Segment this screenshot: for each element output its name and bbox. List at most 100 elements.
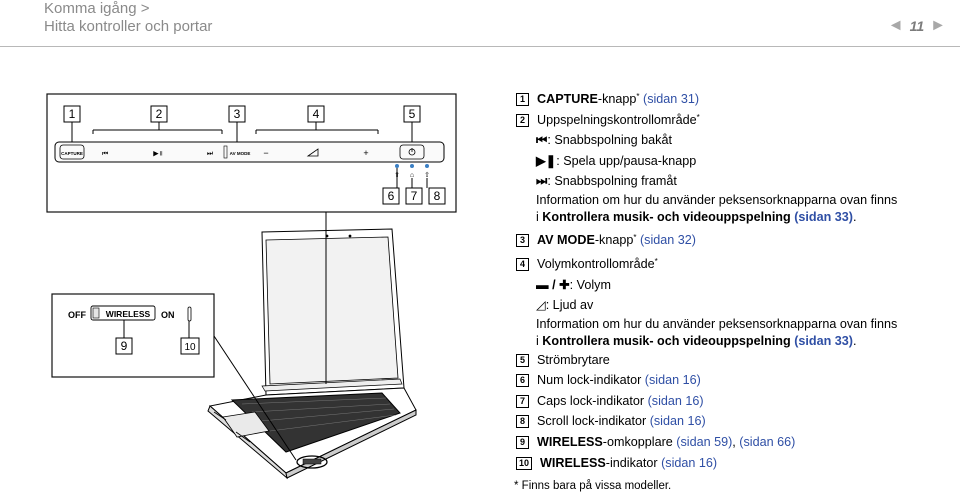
- info-end: .: [853, 209, 857, 224]
- top-callouts: 1 2 3 4 5: [63, 105, 421, 123]
- control-panel-frame: [46, 93, 457, 213]
- header-divider: [0, 46, 960, 47]
- page-link[interactable]: (sidan 66): [739, 434, 796, 449]
- button-strip: [54, 141, 445, 163]
- item-number-badge: 1: [516, 93, 529, 106]
- capture-button: [59, 144, 85, 160]
- page-title: Hitta kontroller och portar: [44, 18, 213, 35]
- list-item: 6 Num lock-indikator (sidan 16): [516, 370, 956, 391]
- info-text: Information om hur du använder peksensor…: [536, 192, 898, 207]
- sub-item-text: : Ljud av: [545, 298, 594, 313]
- volume-minus-plus-icon: ▬ / ✚: [536, 277, 570, 292]
- info-note: Information om hur du använder peksensor…: [516, 316, 956, 350]
- wireless-off-label: OFF: [68, 310, 86, 320]
- play-pause-icon: ▶॥: [153, 151, 163, 158]
- callout-7: 7: [411, 189, 418, 203]
- item-number-badge: 2: [516, 113, 529, 127]
- info-prefix: i: [536, 333, 543, 348]
- wireless-on-label: ON: [161, 310, 175, 320]
- footnote-marker: *: [696, 112, 700, 122]
- page-link[interactable]: (sidan 59): [676, 434, 733, 449]
- laptop-illustration: [207, 228, 417, 480]
- volume-minus-icon: −: [263, 148, 268, 158]
- callout-1: 1: [69, 107, 76, 121]
- footnote-marker: *: [654, 257, 658, 267]
- page-link[interactable]: (sidan 16): [649, 414, 706, 429]
- caps-lock-icon: ⌂: [410, 172, 414, 179]
- callout-10: 10: [184, 342, 196, 353]
- item-name-suffix: -knapp: [597, 92, 637, 106]
- list-item: 7 Caps lock-indikator (sidan 16): [516, 391, 956, 412]
- diagram-leaders: [213, 212, 327, 461]
- av-mode-label: AV MODE: [230, 151, 251, 156]
- info-topic[interactable]: Kontrollera musik- och videouppspelning: [542, 333, 791, 348]
- page-link[interactable]: (sidan 16): [644, 373, 701, 388]
- sub-item-text: : Snabbspolning framåt: [547, 174, 677, 189]
- callout-2: 2: [156, 107, 163, 121]
- item-number-badge: 10: [516, 456, 532, 470]
- wireless-panel-frame: [51, 293, 215, 378]
- laptop-wireless-highlight: [296, 455, 328, 469]
- page-link[interactable]: (sidan 16): [661, 455, 718, 470]
- list-item: 1 CAPTURE-knapp* (sidan 31): [516, 89, 956, 110]
- page-link[interactable]: (sidan 31): [643, 92, 700, 106]
- list-item: 4 Volymkontrollområde*: [516, 254, 956, 275]
- callout-3: 3: [234, 107, 241, 121]
- leader-lines: [71, 122, 413, 142]
- wireless-indicator: [187, 306, 192, 322]
- sub-item-text: : Spela upp/pausa-knapp: [556, 153, 697, 168]
- page-link[interactable]: (sidan 33): [794, 209, 853, 224]
- callout-5: 5: [409, 107, 416, 121]
- item-name: WIRELESS: [537, 434, 603, 449]
- item-number-badge: 5: [516, 353, 529, 367]
- sub-item: ▬ / ✚: Volym: [516, 275, 956, 296]
- item-name-suffix: -indikator: [605, 455, 658, 470]
- info-topic[interactable]: Kontrollera musik- och videouppspelning: [542, 209, 791, 224]
- callout-4: 4: [313, 107, 320, 121]
- footnote-marker: *: [636, 92, 640, 101]
- sub-item-text: : Snabbspolning bakåt: [547, 133, 672, 148]
- item-number-badge: 9: [516, 435, 529, 449]
- item-name-suffix: -omkopplare: [602, 434, 673, 449]
- sub-item-text: : Volym: [569, 277, 611, 292]
- wireless-switch-label: WIRELESS: [106, 309, 151, 319]
- next-page-arrow-icon[interactable]: ►: [930, 17, 946, 34]
- sub-item: ◿: Ljud av: [516, 295, 956, 316]
- item-number-badge: 7: [516, 394, 529, 408]
- breadcrumb-parent[interactable]: Komma igång >: [44, 0, 150, 17]
- item-name-suffix: -knapp: [594, 232, 634, 247]
- page-number: 11: [909, 18, 925, 34]
- laptop-diagram: 1 2 3 4 5 CAPTURE ⏮ ▶॥ ⏭ AV MODE − + ⇧ ⌂…: [46, 93, 457, 480]
- list-item: 9 WIRELESS-omkopplare (sidan 59), (sidan…: [516, 432, 956, 453]
- previous-page-arrow-icon[interactable]: ◄: [887, 17, 904, 34]
- item-name: Strömbrytare: [537, 352, 610, 367]
- controls-list: 1 CAPTURE-knapp* (sidan 31) 2 Uppspelnin…: [516, 89, 956, 473]
- page-navigation: ◄ 11 ►: [888, 17, 946, 35]
- callout-8: 8: [434, 189, 441, 203]
- mute-icon: ◿: [536, 298, 546, 313]
- item-name: AV MODE: [537, 232, 595, 247]
- item-name: Uppspelningskontrollområde: [537, 112, 697, 127]
- item-number-badge: 4: [516, 258, 529, 272]
- indicator-callouts: 6 7 8: [382, 187, 446, 205]
- volume-plus-icon: +: [363, 148, 368, 158]
- footnote-marker: *: [633, 232, 637, 242]
- item-name: WIRELESS: [540, 455, 606, 470]
- page-link[interactable]: (sidan 32): [639, 232, 696, 247]
- item-name: Num lock-indikator: [537, 373, 642, 388]
- sub-item: ⏭: Snabbspolning framåt: [516, 171, 956, 192]
- list-item: 5 Strömbrytare: [516, 350, 956, 371]
- scroll-lock-icon: ⇧: [424, 171, 430, 179]
- page-link[interactable]: (sidan 16): [647, 393, 704, 408]
- info-note: Information om hur du använder peksensor…: [516, 192, 956, 226]
- item-name: Caps lock-indikator: [537, 393, 645, 408]
- info-text: Information om hur du använder peksensor…: [536, 316, 898, 331]
- info-end: .: [853, 333, 857, 348]
- indicator-lights: ⇧ ⌂ ⇧: [394, 164, 430, 188]
- item-number-badge: 8: [516, 415, 529, 429]
- page-link[interactable]: (sidan 33): [794, 333, 853, 348]
- sub-item: ⏮: Snabbspolning bakåt: [516, 130, 956, 151]
- callout-6: 6: [388, 189, 395, 203]
- footnote: * Finns bara på vissa modeller.: [514, 480, 672, 492]
- skip-forward-icon: ⏭: [536, 174, 548, 189]
